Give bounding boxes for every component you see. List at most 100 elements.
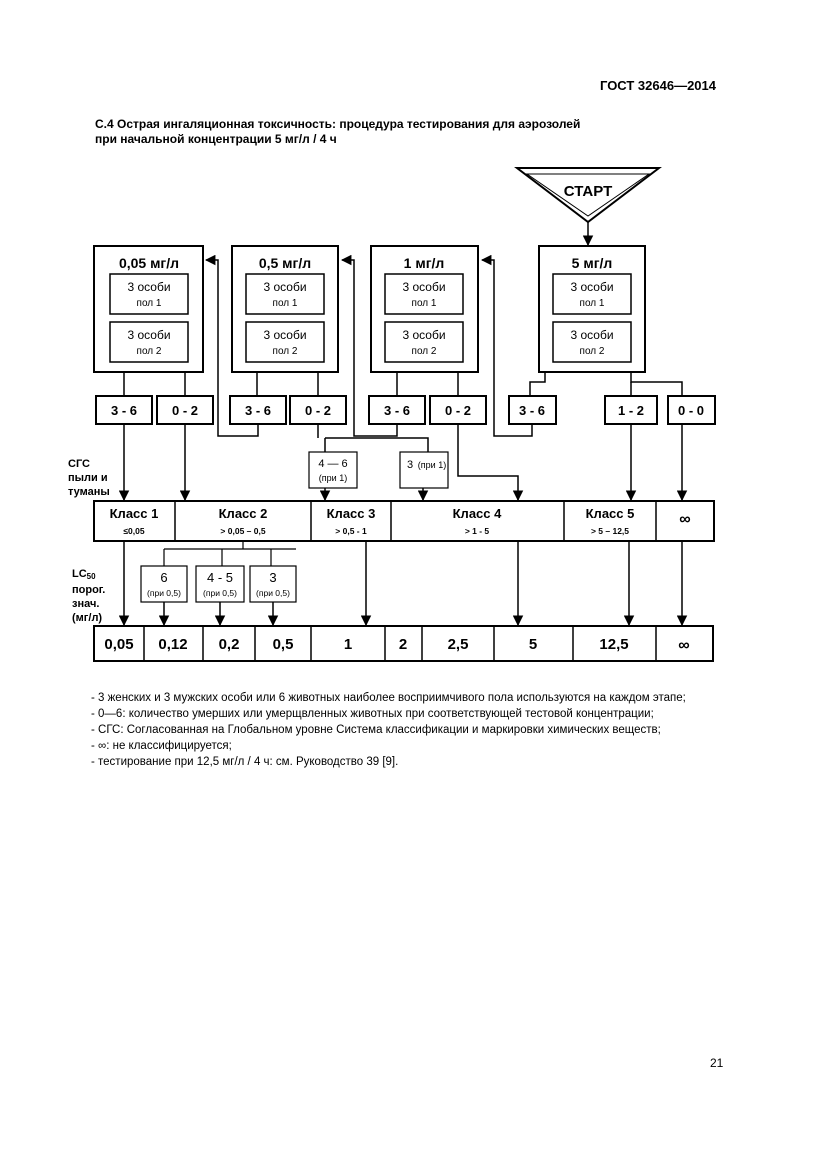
small-box-note: (при 0,5) (147, 588, 181, 598)
conc-box-0.5: 0,5 мг/л 3 особи пол 1 3 особи пол 2 (231, 245, 339, 373)
mid-box-4-6: 4 — 6 (при 1) (308, 451, 358, 489)
start-label: СТАРТ (564, 183, 612, 200)
start-node: СТАРТ (514, 167, 662, 224)
mid-box-note: (при 1) (418, 460, 446, 470)
outcome-box: 3 - 6 (229, 395, 287, 425)
section-title-line1: С.4 Острая ингаляционная токсичность: пр… (95, 117, 581, 131)
mid-box-count: 3 (407, 459, 413, 471)
lc50-label-line: знач. (72, 598, 99, 610)
outcome-value: 0 - 2 (172, 403, 198, 418)
small-box-6: 6 (при 0,5) (140, 565, 188, 603)
lc50-label-line: LC50 (72, 568, 96, 581)
lc50-cutoff-row: 0,05 0,12 0,2 0,5 1 2 2,5 5 12,5 ∞ (93, 625, 714, 662)
outcome-value: 3 - 6 (245, 403, 271, 418)
group2-count: 3 особи (263, 328, 306, 342)
outcome-value: 3 - 6 (111, 403, 137, 418)
outcome-boxes: 3 - 6 0 - 2 3 - 6 0 - 2 3 - 6 0 - 2 3 - … (95, 395, 716, 425)
small-box-count: 4 - 5 (207, 570, 233, 585)
group2-sex: пол 2 (412, 346, 437, 357)
conc-box-0.05: 0,05 мг/л 3 особи пол 1 3 особи пол 2 (93, 245, 204, 373)
mid-box-note: (при 1) (319, 473, 347, 483)
group2-sex: пол 2 (137, 346, 162, 357)
class-range: > 5 – 12,5 (591, 526, 629, 536)
outcome-value: 1 - 2 (618, 403, 644, 418)
group1-count: 3 особи (402, 280, 445, 294)
conc-label: 1 мг/л (404, 255, 445, 271)
small-box-count: 3 (269, 570, 276, 585)
group1-sex: пол 1 (273, 298, 298, 309)
group2-sex: пол 2 (580, 346, 605, 357)
note-item: - ∞: не классифицируется; (91, 740, 232, 752)
class-range: > 0,5 - 1 (335, 526, 367, 536)
cutoff-value: 0,5 (273, 636, 294, 653)
small-box-note: (при 0,5) (203, 588, 237, 598)
cutoff-value: 2 (399, 636, 407, 653)
ghs-label: СГС пыли и туманы (68, 458, 110, 498)
mid-box-3: 3 (при 1) (399, 451, 449, 489)
outcome-value: 0 - 2 (305, 403, 331, 418)
small-box-4-5: 4 - 5 (при 0,5) (195, 565, 245, 603)
outcome-box: 0 - 0 (667, 395, 716, 425)
cutoff-value: 5 (529, 636, 537, 653)
class-name: Класс 4 (453, 506, 502, 521)
group1-sex: пол 1 (580, 298, 605, 309)
group1-count: 3 особи (570, 280, 613, 294)
small-boxes: 6 (при 0,5) 4 - 5 (при 0,5) 3 (при 0,5) (140, 565, 297, 603)
lc50-label-line: порог. (72, 584, 105, 596)
conc-label: 5 мг/л (572, 255, 613, 271)
group1-sex: пол 1 (412, 298, 437, 309)
conc-box-1: 1 мг/л 3 особи пол 1 3 особи пол 2 (370, 245, 479, 373)
cutoff-value: 12,5 (599, 636, 628, 653)
group2-count: 3 особи (402, 328, 445, 342)
small-box-3: 3 (при 0,5) (249, 565, 297, 603)
class-arrows (118, 424, 688, 502)
conc-box-5: 5 мг/л 3 особи пол 1 3 особи пол 2 (538, 245, 646, 373)
class-name: Класс 3 (327, 506, 376, 521)
outcome-value: 3 - 6 (519, 403, 545, 418)
cutoff-value: 0,12 (158, 636, 187, 653)
section-title-line2: при начальной концентрации 5 мг/л / 4 ч (95, 132, 337, 146)
standard-number: ГОСТ 32646—2014 (600, 78, 716, 93)
class-range: ≤0,05 (123, 526, 144, 536)
cutoff-value: 0,05 (104, 636, 133, 653)
class-name: Класс 2 (219, 506, 268, 521)
note-item: - тестирование при 12,5 мг/л / 4 ч: см. … (91, 756, 399, 768)
outcome-value: 0 - 2 (445, 403, 471, 418)
ghs-class-row: Класс 1 ≤0,05 Класс 2 > 0,05 – 0,5 Класс… (93, 500, 715, 542)
group1-count: 3 особи (127, 280, 170, 294)
cutoff-value: 2,5 (448, 636, 469, 653)
class-name: ∞ (679, 511, 690, 528)
cutoff-value: 1 (344, 636, 352, 653)
group1-count: 3 особи (263, 280, 306, 294)
ghs-label-line: пыли и (68, 472, 108, 484)
outcome-value: 0 - 0 (678, 403, 704, 418)
fork-lines (123, 372, 683, 396)
small-box-note: (при 0,5) (256, 588, 290, 598)
outcome-box: 0 - 2 (156, 395, 214, 425)
group2-count: 3 особи (570, 328, 613, 342)
class-name: Класс 1 (110, 506, 159, 521)
group2-count: 3 особи (127, 328, 170, 342)
outcome-box: 1 - 2 (604, 395, 658, 425)
mid-box-count: 4 — 6 (318, 458, 347, 470)
note-item: - 0—6: количество умерших или умерщвленн… (91, 708, 654, 720)
note-item: - 3 женских и 3 мужских особи или 6 живо… (91, 692, 686, 704)
outcome-box: 0 - 2 (289, 395, 347, 425)
lc50-label: LC50 порог. знач. (мг/л) (72, 568, 105, 624)
class-range: > 1 - 5 (465, 526, 490, 536)
outcome-box: 3 - 6 (368, 395, 426, 425)
conc-label: 0,05 мг/л (119, 255, 179, 271)
cutoff-value: ∞ (678, 637, 689, 654)
class2-split-lines (163, 541, 296, 566)
cutoff-value: 0,2 (219, 636, 240, 653)
note-item: - СГС: Согласованная на Глобальном уровн… (91, 724, 661, 736)
outcome-box: 0 - 2 (429, 395, 487, 425)
notes-list: - 3 женских и 3 мужских особи или 6 живо… (91, 690, 686, 770)
class-range: > 0,05 – 0,5 (220, 526, 265, 536)
ghs-label-line: СГС (68, 458, 90, 470)
small-box-count: 6 (160, 570, 167, 585)
escalation-arrows (204, 254, 533, 437)
outcome-value: 3 - 6 (384, 403, 410, 418)
cutoff-arrows (118, 541, 688, 627)
